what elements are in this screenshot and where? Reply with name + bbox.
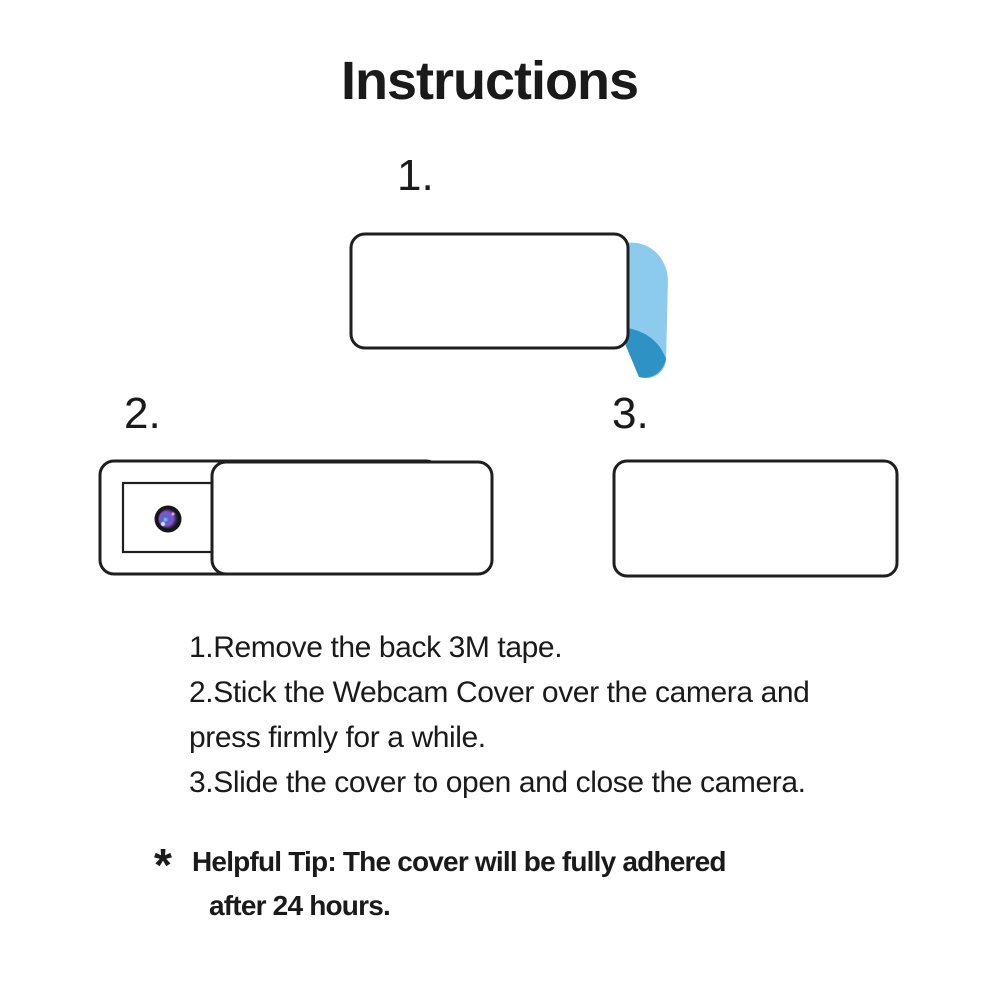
lens-iris <box>158 509 178 529</box>
instruction-line-1: 1.Remove the back 3M tape. <box>189 631 563 664</box>
figure-step2-cover-on-webcam <box>98 459 494 576</box>
instruction-line-3: press firmly for a while. <box>189 721 486 754</box>
figure-step1-peel-tape <box>349 232 668 379</box>
tip-line-1: Helpful Tip: The cover will be fully adh… <box>192 846 727 877</box>
step-3-label: 3. <box>612 389 649 438</box>
tip-asterisk: * <box>154 839 172 891</box>
instructions-text: 1.Remove the back 3M tape. 2.Stick the W… <box>189 625 810 805</box>
closed-cover-rect <box>612 459 899 578</box>
figure-step3-cover-closed <box>612 459 899 578</box>
instruction-line-4: 3.Slide the cover to open and close the … <box>189 766 806 799</box>
instruction-line-2: 2.Stick the Webcam Cover over the camera… <box>189 676 810 709</box>
page-title: Instructions <box>341 51 639 111</box>
slider-cover-rect <box>210 460 494 576</box>
camera-lens-icon <box>154 505 182 533</box>
lens-glint-small <box>171 512 175 516</box>
tip-line-2: after 24 hours. <box>209 890 391 921</box>
cover-outline-rect <box>349 232 630 350</box>
step-2-label: 2. <box>124 389 161 438</box>
step-1-label: 1. <box>397 151 434 200</box>
tape-curl-shape <box>626 328 666 378</box>
lens-glint <box>160 521 166 527</box>
